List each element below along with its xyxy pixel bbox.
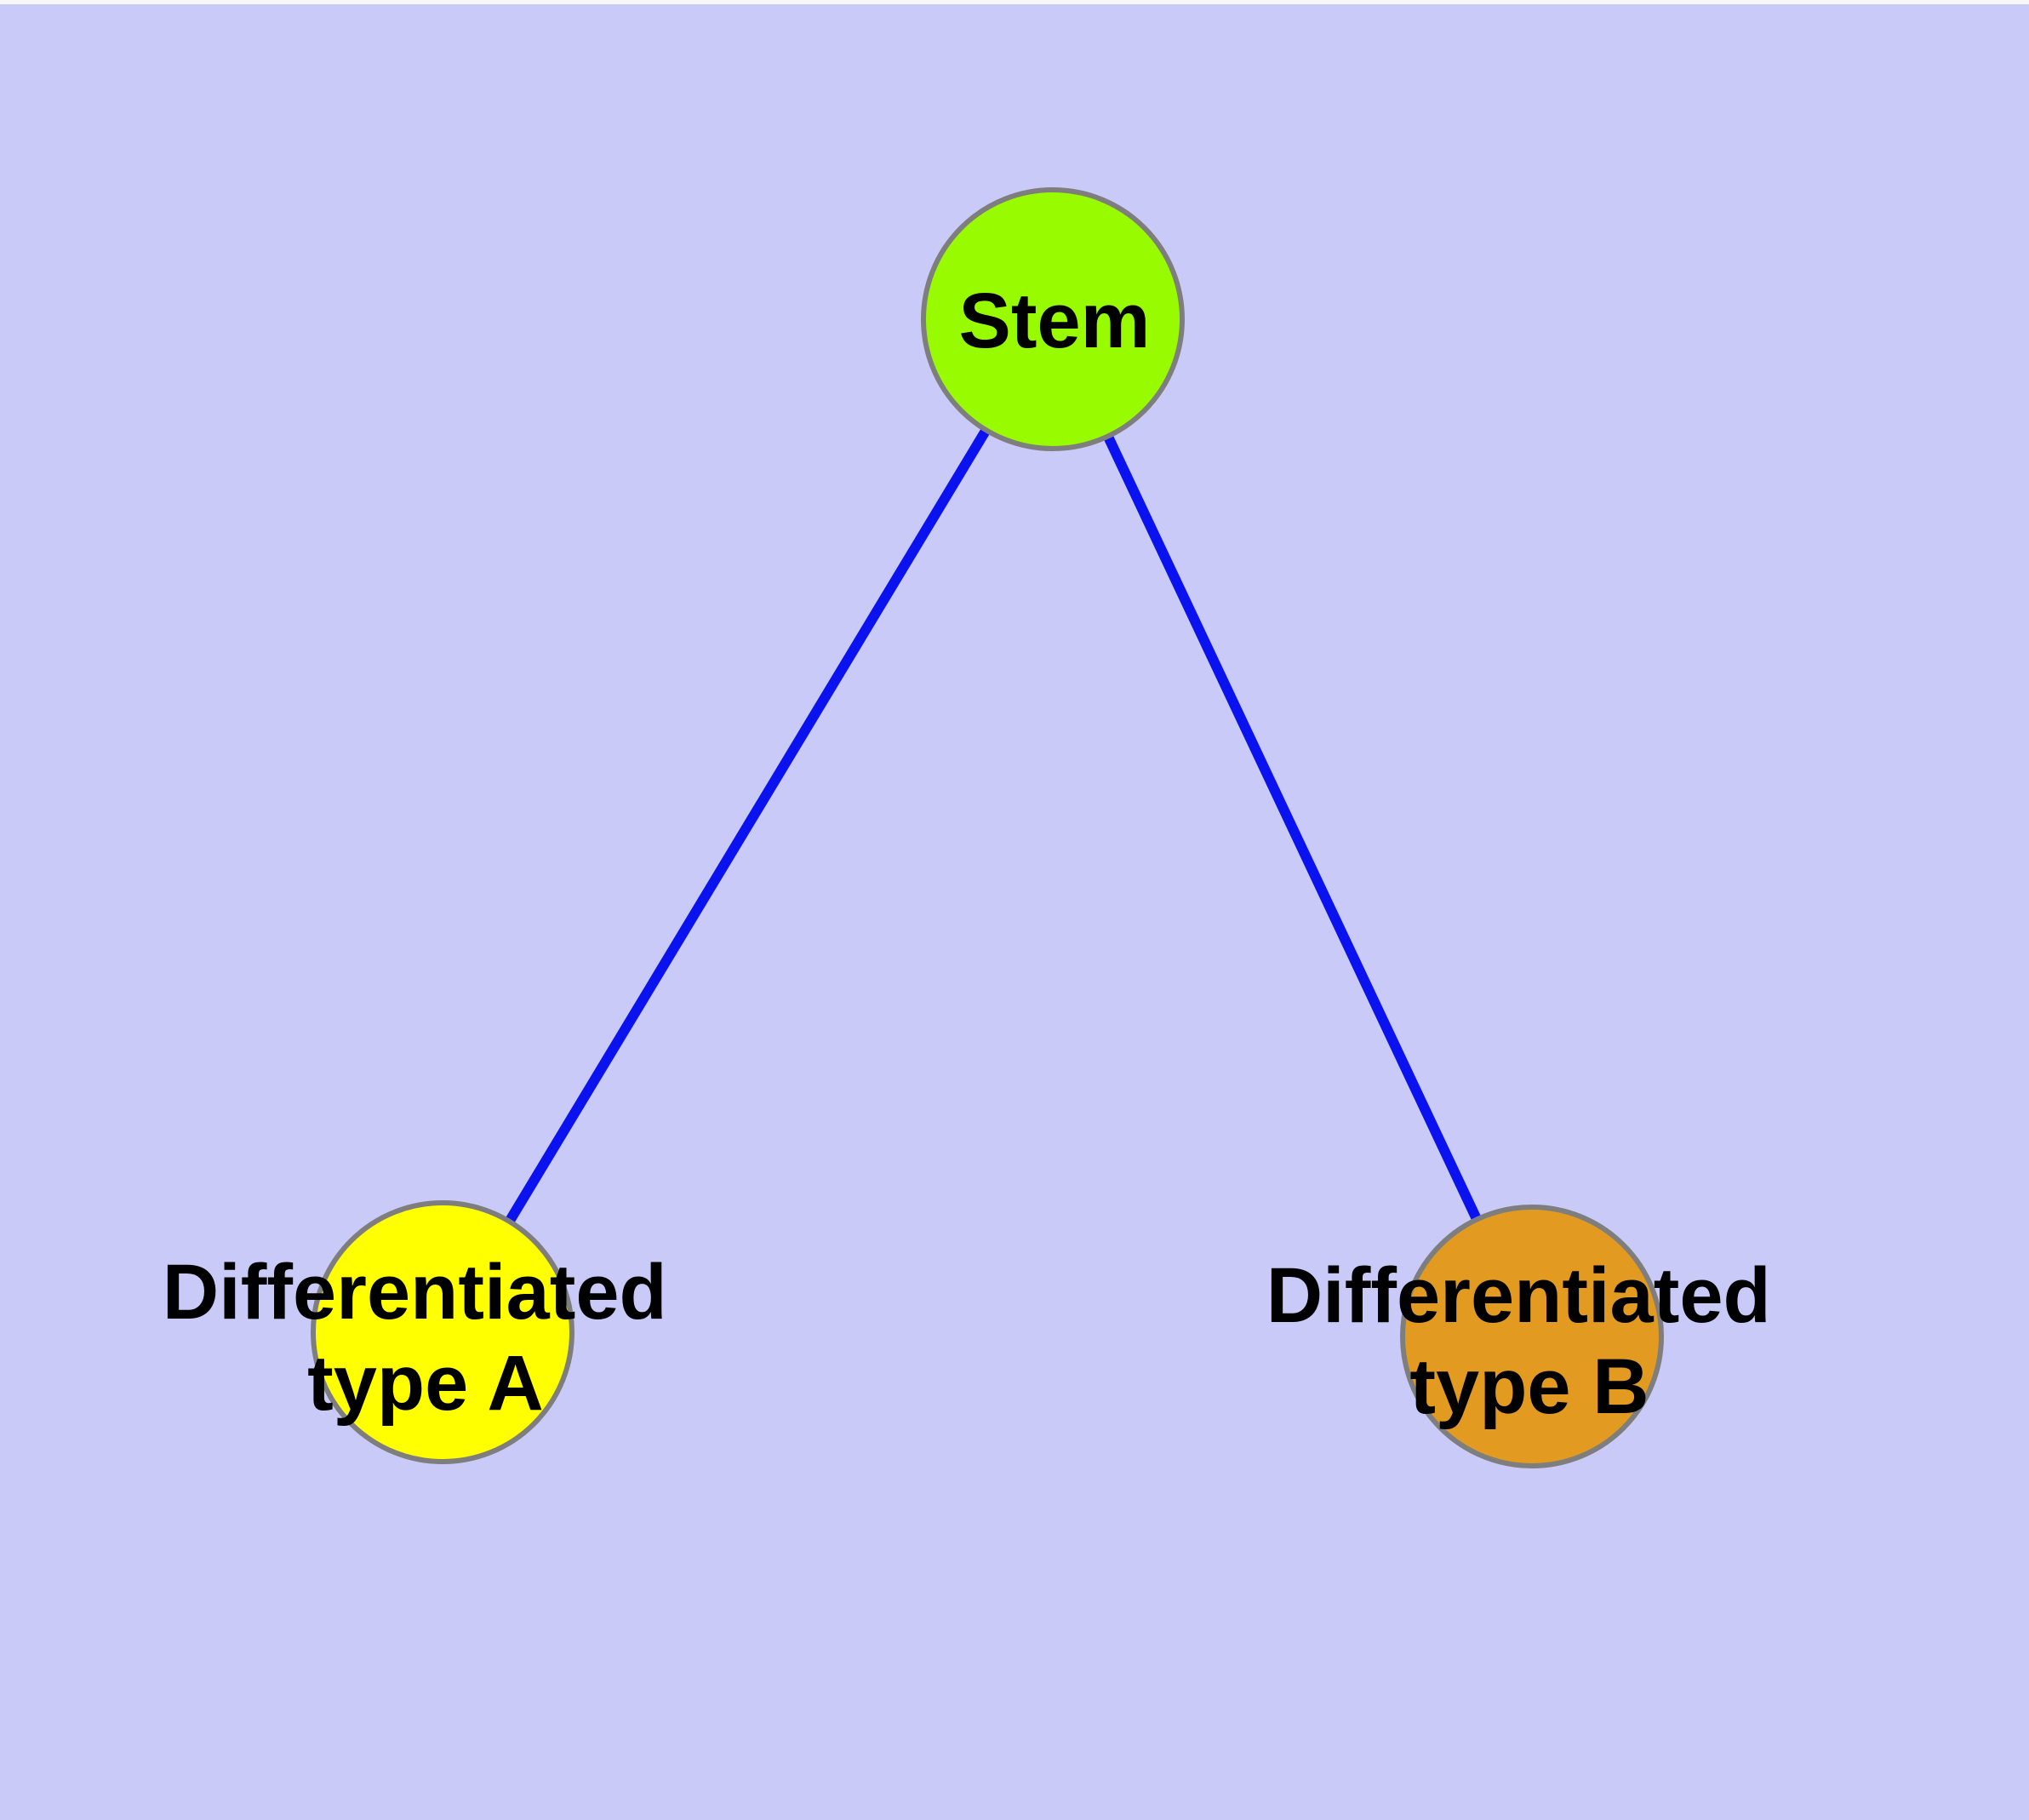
node-stem-label: Stem [959, 278, 1151, 364]
node-type-a-circle [311, 1200, 574, 1464]
edge-stem-to-type-b [1048, 317, 1537, 1339]
node-type-b-label: Differentiated type B [1266, 1252, 1793, 1430]
node-type-b-circle [1400, 1205, 1664, 1468]
node-type-a-label: Differentiated type A [163, 1249, 689, 1427]
node-type-b-label-line2: type B [1409, 1343, 1649, 1430]
node-type-b-label-line1: Differentiated [1266, 1252, 1771, 1339]
node-type-a-label-line1: Differentiated [163, 1249, 667, 1336]
top-edge-strip [0, 0, 2029, 4]
node-stem-circle [921, 187, 1185, 451]
edge-stem-to-type-a [437, 316, 1058, 1336]
node-type-a-label-line2: type A [307, 1340, 544, 1427]
